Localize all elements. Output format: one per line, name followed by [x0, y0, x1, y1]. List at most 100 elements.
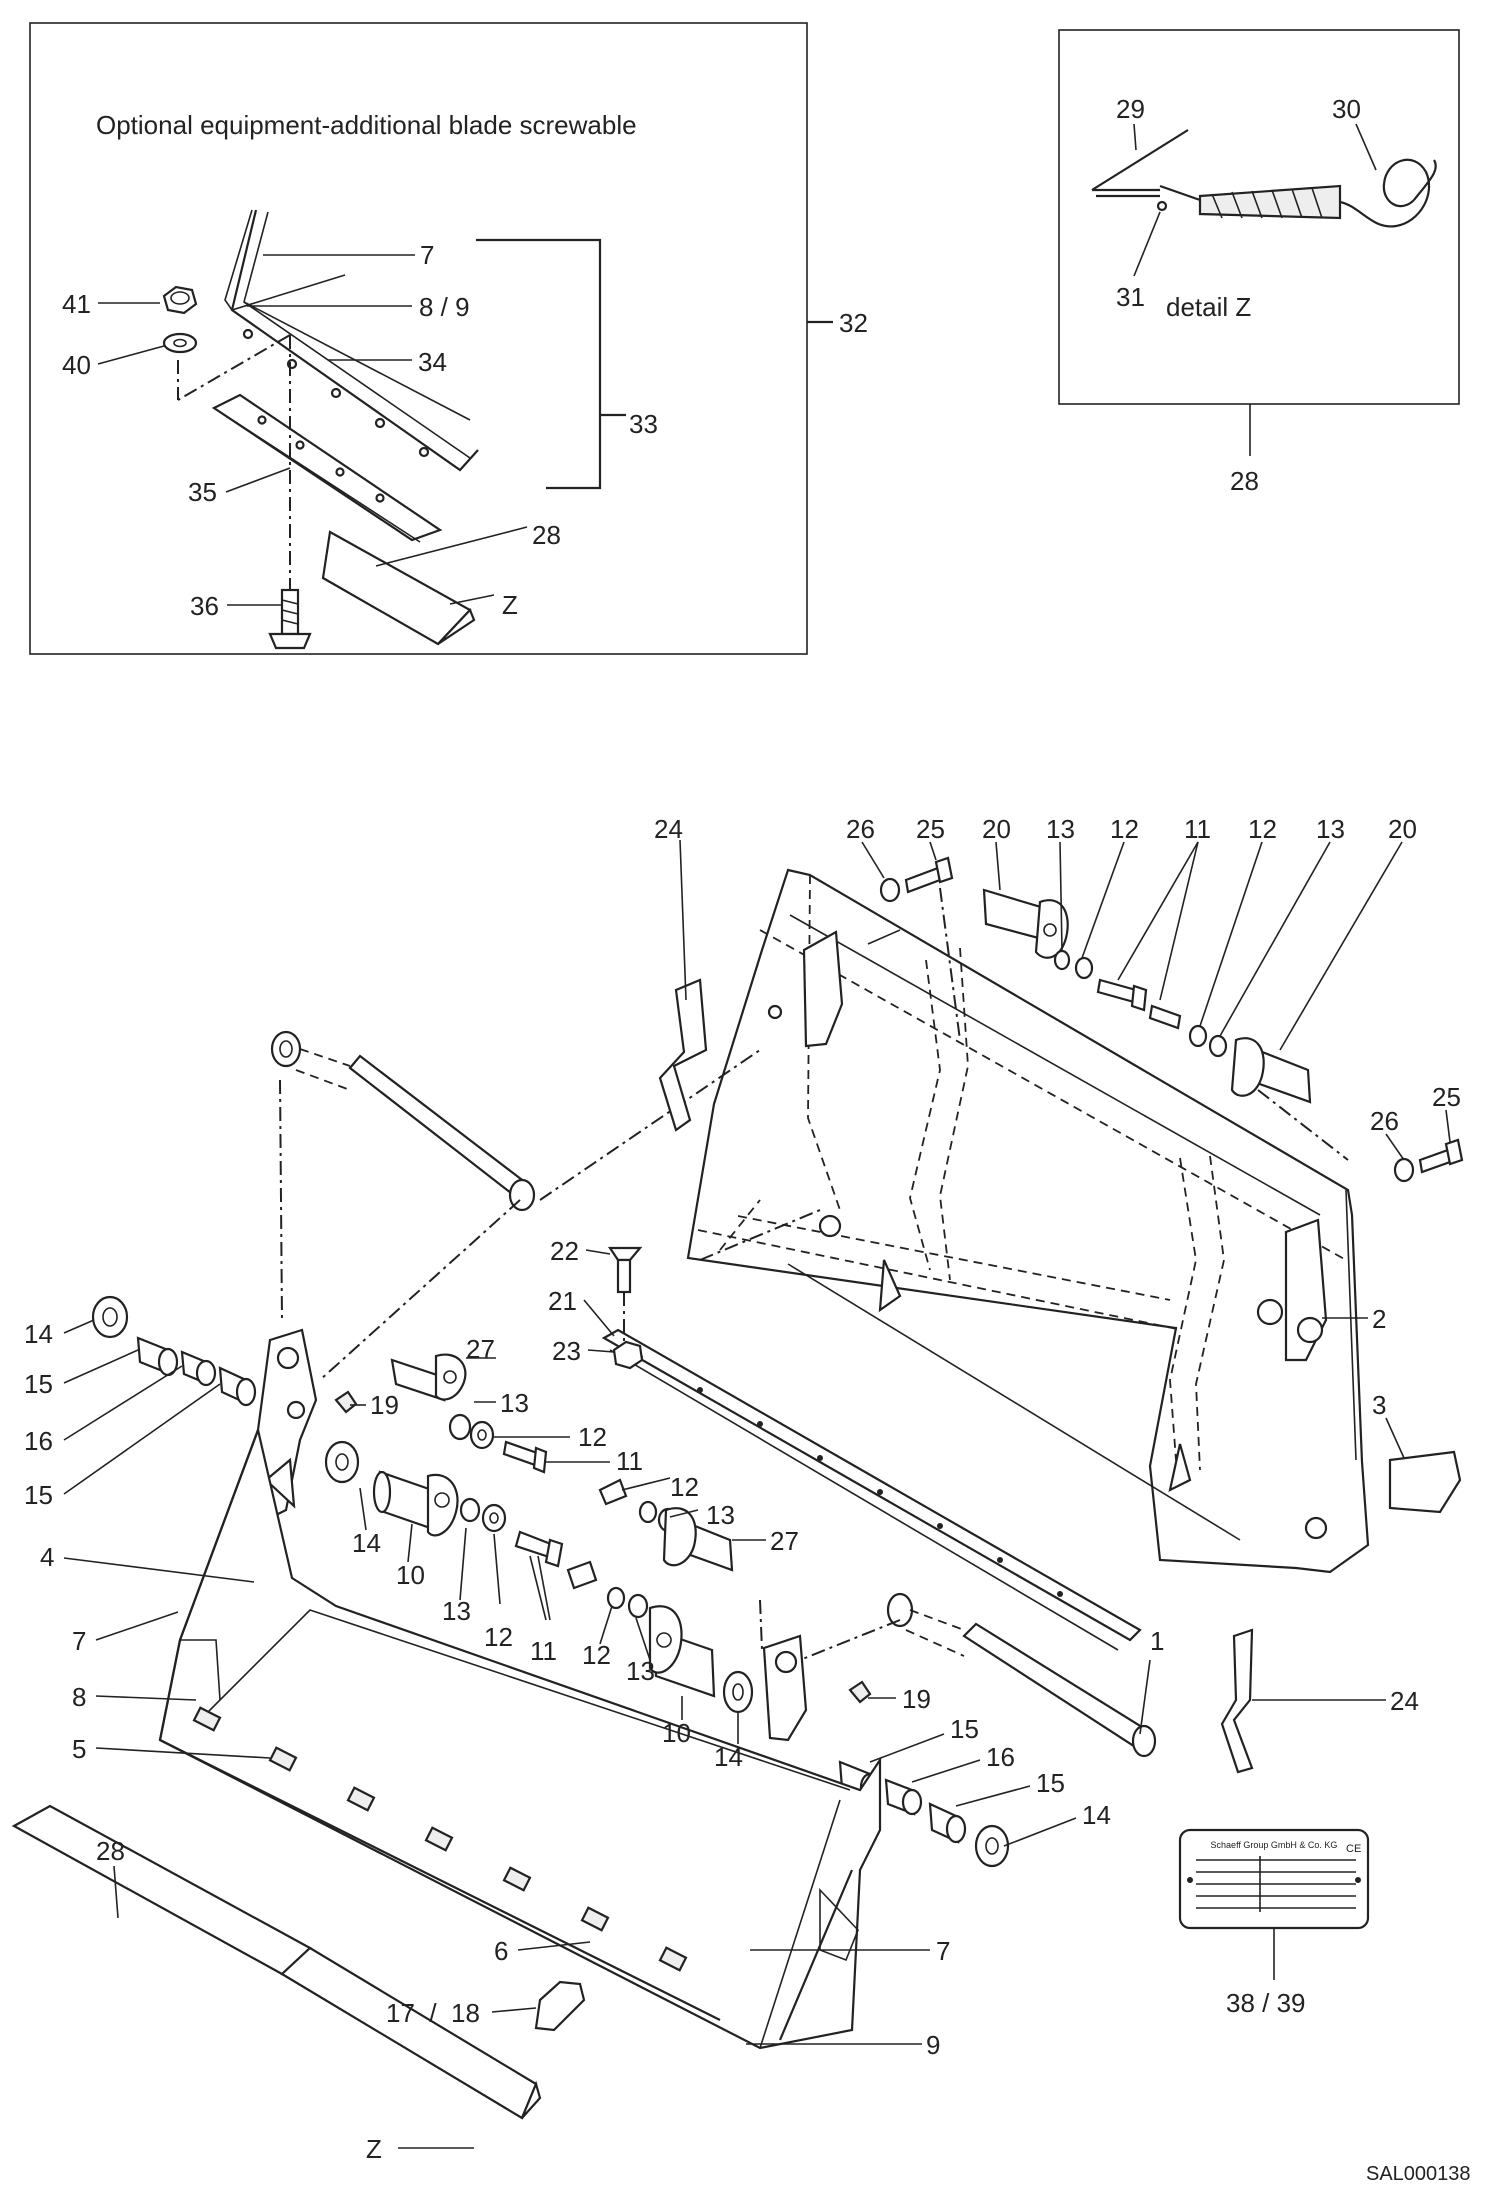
label-34: 34: [418, 347, 447, 377]
drawing-reference-number: SAL000138: [1366, 2163, 1471, 2185]
label-20-upper: 20: [982, 814, 1011, 844]
nut-41: [162, 285, 198, 315]
label-13-top-right: 13: [1316, 814, 1345, 844]
label-12-lower-right: 12: [582, 1640, 611, 1670]
grease-nipple-19-left: [334, 1390, 358, 1414]
washers-12-13-right: [606, 1500, 679, 1619]
label-30: 30: [1332, 94, 1361, 124]
bushing-15-left-b: [218, 1366, 257, 1407]
nut-23: [612, 1340, 644, 1370]
label-15-left: 15: [24, 1369, 53, 1399]
bolt-22: [607, 1246, 643, 1294]
bushing-15-right-b: [928, 1802, 967, 1844]
label-14-left: 14: [24, 1319, 53, 1349]
label-19-left: 19: [370, 1390, 399, 1420]
washer-14-far-right: [974, 1824, 1010, 1868]
label-2: 2: [1372, 1304, 1386, 1334]
label-1: 1: [1150, 1626, 1164, 1656]
label-24-lower: 24: [1390, 1686, 1419, 1716]
label-33: 33: [629, 409, 658, 439]
label-12-top-left: 12: [1110, 814, 1139, 844]
label-28-main: 28: [96, 1836, 125, 1866]
label-15-right-b: 15: [1036, 1768, 1065, 1798]
label-41: 41: [62, 289, 91, 319]
type-plate-ce-mark: CE: [1346, 1843, 1361, 1855]
label-8: 8: [72, 1682, 86, 1712]
label-27-lower: 27: [770, 1526, 799, 1556]
grease-nipple-19-right: [848, 1680, 872, 1704]
quick-coupler-frame: [686, 868, 1370, 1574]
detail-panel-title: Optional equipment-additional blade scre…: [96, 110, 637, 140]
label-11-mid: 11: [616, 1446, 643, 1476]
bushing-16-right: [884, 1778, 923, 1816]
label-29: 29: [1116, 94, 1145, 124]
label-5: 5: [72, 1734, 86, 1764]
main-exploded-view: Schaeff Group GmbH & Co. KG CE: [11, 814, 1471, 2185]
lower-pivot-pin: [886, 1592, 1157, 1758]
label-16-left: 16: [24, 1426, 53, 1456]
label-25-upper: 25: [916, 814, 945, 844]
label-9: 9: [926, 2030, 940, 2060]
label-28-z: 28: [1230, 466, 1259, 496]
label-27-upper: 27: [466, 1334, 495, 1364]
edge-cover-28-main: [11, 1804, 542, 2120]
bracket-24-lower: [1220, 1628, 1254, 1774]
right-lug: [762, 1634, 808, 1742]
bolts-11-top: [1096, 978, 1182, 1030]
bracket-24-upper: [658, 978, 708, 1132]
label-12-lower: 12: [484, 1622, 513, 1652]
type-plate: Schaeff Group GmbH & Co. KG CE: [1178, 1828, 1370, 1930]
washer-14-left: [91, 1295, 129, 1339]
washer-26-right: [1393, 1157, 1415, 1183]
label-3: 3: [1372, 1390, 1386, 1420]
optional-blade-detail-panel: Optional equipment-additional blade scre…: [29, 22, 868, 655]
detail-z-frame: [1058, 29, 1460, 405]
upper-pivot-pin: [270, 1030, 536, 1212]
label-22: 22: [550, 1236, 579, 1266]
label-13-mid-right: 13: [706, 1500, 735, 1530]
bushing-16-left: [180, 1350, 217, 1387]
label-z-main: Z: [366, 2134, 382, 2164]
pin-10-right: [648, 1605, 716, 1698]
label-13-mid: 13: [500, 1388, 529, 1418]
label-13-top-left: 13: [1046, 814, 1075, 844]
bolt-11-upper: [502, 1440, 628, 1590]
label-28-detail: 28: [532, 520, 561, 550]
pin-20-upper: [982, 888, 1069, 959]
label-13-lower-right: 13: [626, 1656, 655, 1686]
label-10-right: 10: [662, 1718, 691, 1748]
pin-27-upper: [390, 1353, 467, 1402]
label-11-top: 11: [1184, 814, 1211, 844]
label-14-mid: 14: [352, 1528, 381, 1558]
label-15-left-b: 15: [24, 1480, 53, 1510]
label-20-right: 20: [1388, 814, 1417, 844]
label-19-right: 19: [902, 1684, 931, 1714]
label-38-39: 38 / 39: [1226, 1988, 1306, 2018]
label-15-right: 15: [950, 1714, 979, 1744]
label-6: 6: [494, 1936, 508, 1966]
label-12-top-right: 12: [1248, 814, 1277, 844]
label-10-left: 10: [396, 1560, 425, 1590]
label-z-detail: Z: [502, 590, 518, 620]
label-7-right: 7: [936, 1936, 950, 1966]
washer-40: [162, 332, 198, 354]
label-13-lower: 13: [442, 1596, 471, 1626]
label-4: 4: [40, 1542, 54, 1572]
type-plate-maker: Schaeff Group GmbH & Co. KG: [1211, 1840, 1338, 1850]
label-14-right: 14: [1082, 1800, 1111, 1830]
bolt-25-right: [1418, 1138, 1464, 1174]
label-12-mid-right: 12: [670, 1472, 699, 1502]
bucket-body: [158, 1426, 882, 2050]
pin-10-left: [372, 1470, 459, 1537]
cover-plate-3: [1388, 1450, 1462, 1514]
label-25-right: 25: [1432, 1082, 1461, 1112]
label-17-18: 17 / 18: [386, 1998, 480, 2028]
label-12-mid: 12: [578, 1422, 607, 1452]
label-36: 36: [190, 591, 219, 621]
detail-z-panel: 29 30 31 detail Z 28: [1058, 29, 1460, 496]
label-16-right: 16: [986, 1742, 1015, 1772]
countersunk-screw-36: [268, 588, 312, 650]
detail-panel-frame: [29, 22, 808, 655]
washers-12-13-top: [1053, 949, 1228, 1058]
label-23: 23: [552, 1336, 581, 1366]
